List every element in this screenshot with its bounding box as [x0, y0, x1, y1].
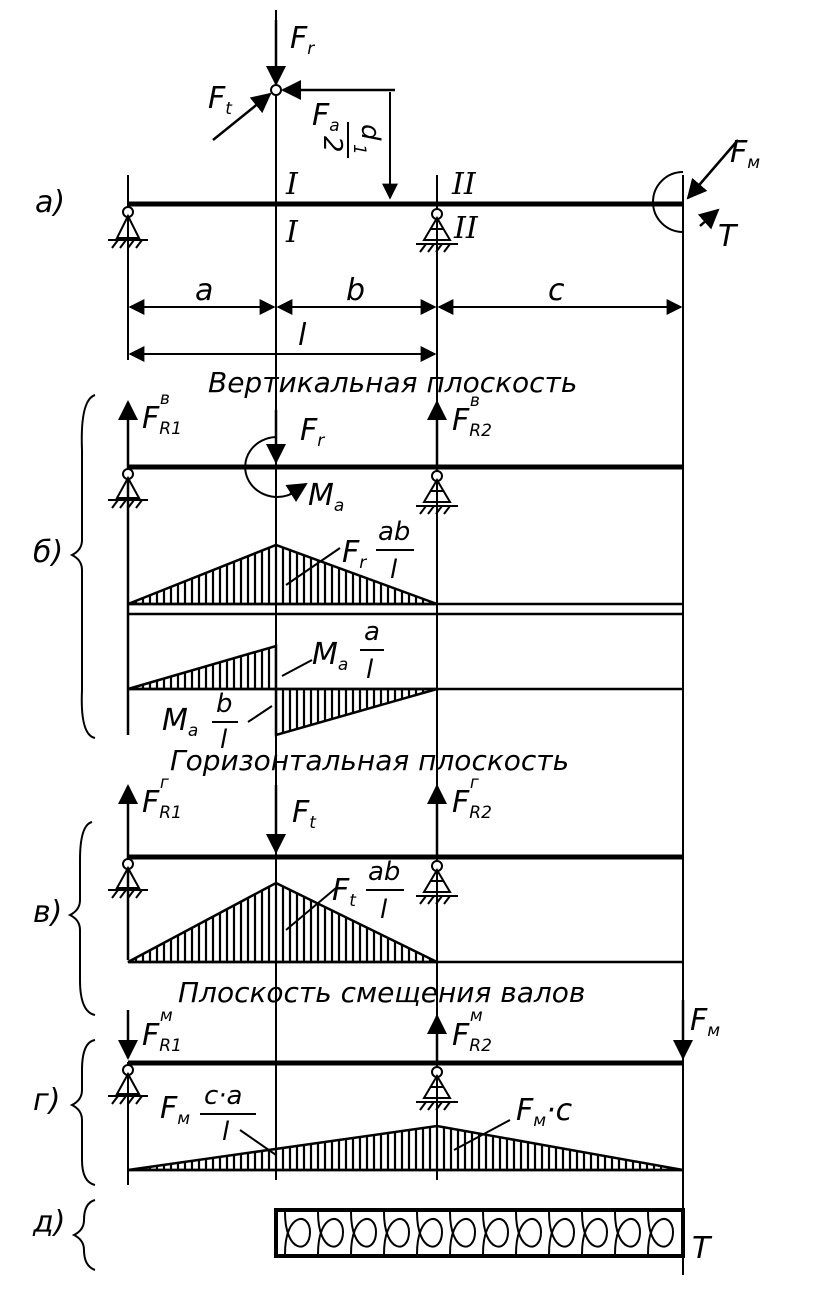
- dim-a-label: a: [195, 273, 213, 308]
- frac-ab-numerator-v: ab: [368, 857, 400, 887]
- diagram-ft-moment: [127, 881, 438, 964]
- panel-g: Плоскость смещения валов г) FR1м FR2м Fм: [33, 976, 720, 1186]
- support-1-a: [108, 206, 148, 249]
- frac-l-denominator-b: l: [390, 555, 398, 585]
- diagram-fr-moment: [127, 543, 438, 606]
- gear-mesh-point: [270, 84, 282, 96]
- label-fm-c: Fм·c: [516, 1093, 573, 1131]
- leader-fr: [285, 547, 341, 586]
- leader-ma-b: [247, 705, 273, 723]
- torque-label-a: T: [718, 219, 739, 254]
- dim-l-label: l: [298, 318, 307, 353]
- panel-v: Горизонтальная плоскость в) FR1г FR2г Ft: [33, 744, 683, 1016]
- brace-v: [67, 821, 96, 1016]
- torque-loops: [284, 1211, 675, 1255]
- leader-fm-ca: [239, 1129, 277, 1156]
- frac-l-denominator-g: l: [222, 1117, 230, 1147]
- support-2-g: [416, 1066, 458, 1111]
- force-fm-g-label: Fм: [690, 1003, 720, 1041]
- label-ma-b-l: Ma: [162, 703, 198, 741]
- torque-label-d: T: [692, 1231, 713, 1266]
- moment-ma-arrow: [285, 482, 308, 503]
- frac-ca-numerator: c·a: [204, 1081, 243, 1111]
- title-vertical-plane: Вертикальная плоскость: [208, 366, 577, 399]
- reaction-r2-shift-label: FR2м: [452, 1006, 492, 1056]
- torque-circle: [652, 171, 684, 233]
- panel-label-v: в): [33, 895, 62, 930]
- svg-text:2: 2: [317, 136, 347, 153]
- title-shift-plane: Плоскость смещения валов: [178, 976, 585, 1009]
- brace-b: [69, 394, 96, 739]
- reaction-r1-horizontal-label: FR1г: [142, 773, 182, 823]
- reaction-r2-vertical-label: FR2в: [452, 391, 492, 441]
- dim-c-label: c: [548, 273, 565, 308]
- frac-ab-numerator-b: ab: [378, 517, 410, 547]
- dim-b-label: b: [346, 273, 365, 308]
- force-fa-label: Fa: [312, 98, 340, 136]
- panel-label-g: г): [33, 1083, 60, 1118]
- frac-a-numerator: a: [364, 617, 380, 647]
- moment-ma-curve: [244, 436, 301, 498]
- support-1-v: [108, 858, 148, 899]
- force-fr-label: Fr: [290, 21, 315, 59]
- diagram-ma-left: [127, 644, 278, 691]
- section-I-top: I: [285, 167, 299, 202]
- force-fr-b-label: Fr: [300, 413, 325, 451]
- leader-ma-a: [281, 659, 313, 677]
- brace-g: [69, 1039, 96, 1186]
- panel-a: а) Fr: [35, 10, 760, 1275]
- section-I-bottom: I: [285, 215, 299, 250]
- diagram-fm-moment: [127, 1124, 684, 1172]
- support-2-b: [416, 470, 458, 515]
- panel-d: д) T: [32, 1199, 713, 1271]
- brace-d: [71, 1199, 96, 1271]
- support-1-g: [108, 1064, 148, 1105]
- panel-label-a: а): [35, 185, 65, 220]
- panel-label-d: д): [32, 1205, 65, 1240]
- force-fm-arrow: [686, 139, 739, 200]
- moment-ma-label: Ma: [308, 478, 344, 516]
- title-horizontal-plane: Горизонтальная плоскость: [170, 744, 569, 777]
- dim-d2-label: d 1 2: [317, 122, 385, 158]
- panel-label-b: б): [33, 535, 63, 570]
- reaction-r1-shift-label: FR1м: [142, 1006, 182, 1056]
- support-2-v: [416, 860, 458, 905]
- leader-fm-c: [453, 1119, 511, 1151]
- section-II-top: II: [451, 167, 477, 202]
- force-fm-label: Fм: [730, 135, 760, 173]
- support-1-b: [108, 468, 148, 509]
- frac-b-numerator: b: [216, 689, 233, 719]
- section-II-bottom: II: [453, 211, 479, 246]
- frac-l-denominator-b3: l: [220, 725, 228, 755]
- force-ft-v-label: Ft: [292, 795, 317, 833]
- reaction-r1-vertical-label: FR1в: [142, 389, 182, 439]
- diagram-torque: [274, 1208, 685, 1258]
- label-fm-ca-l: Fм: [160, 1091, 190, 1129]
- label-fr-ab-l: Fr: [342, 535, 367, 573]
- svg-text:1: 1: [349, 144, 369, 155]
- label-ma-a-l: Ma: [312, 637, 348, 675]
- leader-ft: [285, 887, 337, 931]
- diagram-ma-right: [274, 687, 438, 737]
- torque-arrow: [697, 208, 720, 230]
- support-2-a: [416, 208, 458, 253]
- label-ft-ab-l: Ft: [332, 873, 357, 911]
- svg-text:d: d: [355, 124, 385, 141]
- frac-l-denominator-b2: l: [366, 655, 374, 685]
- frac-l-denominator-v: l: [380, 895, 388, 925]
- panel-b: Вертикальная плоскость б) FR1в FR2в Fr M…: [33, 366, 683, 755]
- force-ft-label: Ft: [208, 81, 233, 119]
- reaction-r2-horizontal-label: FR2г: [452, 773, 492, 823]
- force-ft-arrow: [212, 92, 272, 141]
